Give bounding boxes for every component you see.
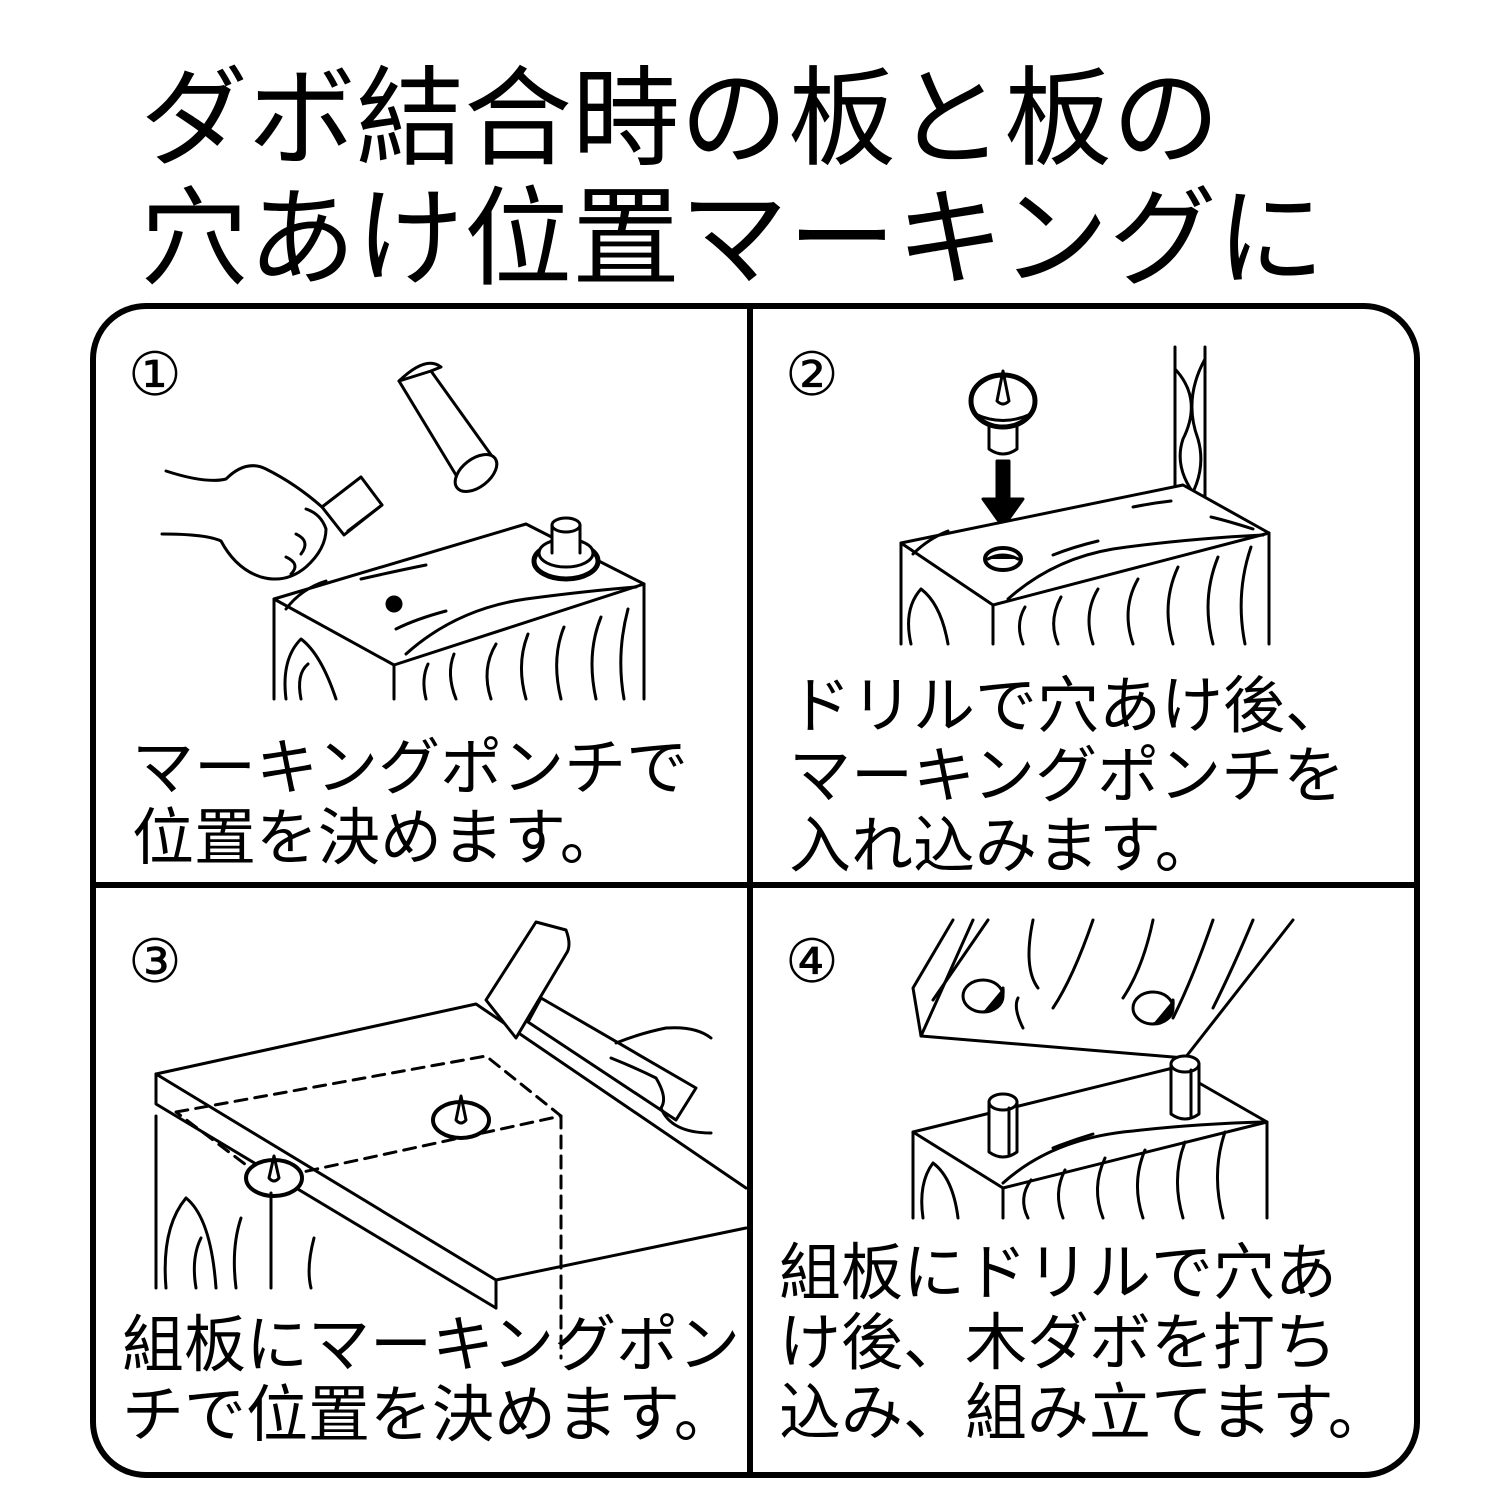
hammer-icon: [320, 361, 499, 537]
step-number-4: ④: [785, 927, 839, 997]
arrow-down-icon: [981, 459, 1025, 529]
caption-line: チで位置を決めます。: [122, 1378, 736, 1451]
page-title-line-2: 穴あけ位置マーキングに: [140, 177, 1325, 302]
step-caption-1: マーキングポンチで 位置を決めます。: [132, 733, 752, 873]
caption-line: け後、木ダボを打ち: [779, 1306, 1338, 1379]
caption-line: 入れ込みます。: [789, 809, 1217, 882]
hand-icon: [160, 464, 328, 581]
caption-line: マーキングポンチを: [789, 739, 1346, 812]
step-panel-3: ③ 組板にマーキングポン チで位置を決めます。: [96, 888, 747, 1472]
hammer-icon: [484, 920, 698, 1122]
marking-punch-icon: [431, 1094, 491, 1140]
step-number-3: ③: [128, 927, 182, 997]
vertical-divider: [747, 306, 753, 1476]
caption-line: 込み、組み立てます。: [779, 1376, 1390, 1449]
board-marking-illustration: [154, 920, 747, 1360]
step-panel-2: ② ドリルで穴あけ後、 マーキングポンチを 入れ込みます。: [753, 309, 1417, 882]
top-board-icon: [154, 1002, 747, 1310]
step-panel-1: ① マーキングポンチで 位置を決めます。: [96, 309, 747, 882]
step-panel-4: ④ 組板にドリルで穴あ け後、木ダボを打ち 込み、組み立てます。: [753, 888, 1417, 1472]
caption-line: 組板にマーキングポン: [122, 1308, 741, 1381]
step-number-1: ①: [128, 340, 182, 410]
hidden-outline: [174, 1054, 563, 1182]
drill-and-punch-illustration: [899, 345, 1271, 646]
horizontal-divider: [93, 882, 1417, 888]
wood-block-icon: [154, 1114, 316, 1290]
wood-block-icon: [911, 1066, 1269, 1220]
marking-punch-icon: [531, 516, 601, 582]
caption-line: マーキングポンチで: [132, 731, 689, 804]
dowel-assembly-illustration: [911, 918, 1295, 1220]
marking-punch-icon: [968, 369, 1038, 456]
page-title-line-1: ダボ結合時の板と板の: [140, 57, 1221, 182]
caption-line: ドリルで穴あけ後、: [789, 669, 1348, 742]
step-caption-2: ドリルで穴あけ後、 マーキングポンチを 入れ込みます。: [789, 671, 1409, 881]
wood-block-icon: [899, 483, 1271, 646]
hand-icon: [609, 1026, 713, 1135]
dowel-icon: [987, 1092, 1019, 1159]
step-caption-4: 組板にドリルで穴あ け後、木ダボを打ち 込み、組み立てます。: [779, 1238, 1399, 1448]
step-number-2: ②: [785, 340, 839, 410]
upper-board-icon: [911, 918, 1295, 1060]
hammer-and-punch-illustration: [160, 361, 646, 701]
caption-line: 組板にドリルで穴あ: [779, 1236, 1338, 1309]
steps-frame: [90, 303, 1420, 1478]
caption-line: 位置を決めます。: [132, 801, 622, 874]
dowel-icon: [1169, 1054, 1201, 1121]
step-caption-3: 組板にマーキングポン チで位置を決めます。: [122, 1310, 742, 1450]
marking-punch-icon: [244, 1154, 304, 1198]
